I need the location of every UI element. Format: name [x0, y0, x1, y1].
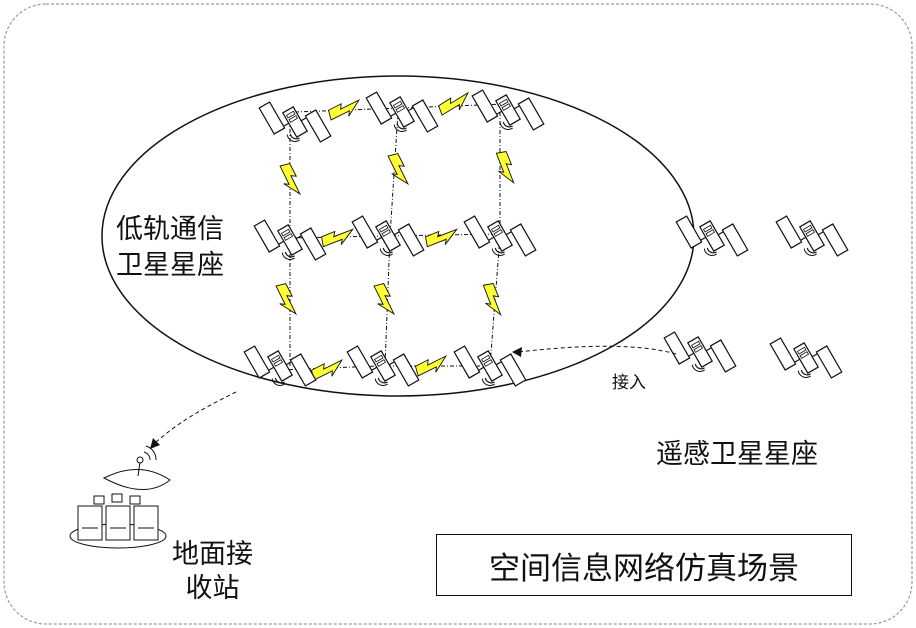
satellite-icon — [365, 73, 439, 151]
satellite-icon — [675, 197, 749, 275]
satellite-icon — [775, 197, 849, 275]
lightning-link-icon — [327, 98, 363, 122]
scene-title: 空间信息网络仿真场景 — [436, 534, 852, 596]
lightning-link-icon — [274, 282, 298, 318]
satellite-icon — [351, 197, 425, 275]
access-label: 接入 — [612, 373, 646, 393]
leo-constellation-label: 低轨通信 卫星星座 — [116, 212, 224, 284]
satellite-icon — [769, 319, 843, 397]
lightning-link-icon — [310, 358, 346, 382]
downlink-arrow — [150, 391, 237, 449]
satellite-icon — [258, 83, 332, 161]
lightning-link-icon — [424, 227, 460, 249]
lightning-link-icon — [481, 282, 503, 318]
ground-label-line2: 收站 — [185, 573, 240, 604]
satellite-icon — [243, 327, 317, 405]
scene-frame — [3, 3, 913, 625]
ground-label-line1: 地面接 — [172, 539, 253, 570]
lightning-link-icon — [386, 152, 410, 188]
leo-satellites — [243, 71, 545, 405]
satellite-icon — [663, 313, 737, 391]
satellite-icon — [463, 197, 537, 275]
lightning-link-icon — [437, 91, 473, 117]
satellite-icon — [346, 327, 420, 405]
lightning-link-icon — [320, 227, 356, 249]
scene-title-text: 空间信息网络仿真场景 — [489, 550, 799, 587]
lightning-link-icon — [372, 282, 396, 318]
lightning-link-icon — [494, 150, 516, 186]
ground-station-label: 地面接 收站 — [172, 538, 253, 606]
leo-label-line1: 低轨通信 — [116, 214, 224, 245]
leo-label-line2: 卫星星座 — [116, 250, 224, 281]
ground-station-icon — [69, 445, 171, 549]
remote-sensing-label: 遥感卫星星座 — [656, 439, 818, 470]
remote-sensing-satellites — [663, 197, 849, 397]
access-arrow — [512, 345, 677, 357]
